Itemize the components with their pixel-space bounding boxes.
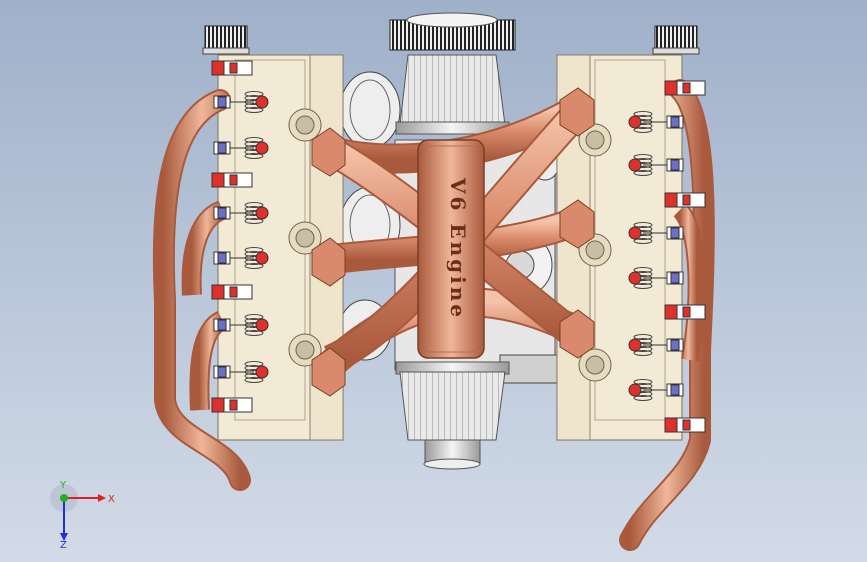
- spark-plug-boot: [664, 304, 706, 320]
- x-axis-arrow: [98, 494, 106, 502]
- valve-spring: [628, 267, 684, 289]
- valve-spring: [628, 222, 684, 244]
- spark-plug-boot: [211, 172, 253, 188]
- spark-plug-boot: [664, 80, 706, 96]
- y-axis-dot: [60, 494, 68, 502]
- x-axis-label: X: [108, 494, 115, 505]
- spark-plug-boot: [211, 60, 253, 76]
- valve-spring: [213, 202, 269, 224]
- valve-spring: [213, 314, 269, 336]
- timing-pulley-right: [652, 25, 700, 55]
- exhaust-pipe-right: [619, 79, 715, 551]
- spark-plugs-right: [628, 80, 706, 433]
- timing-pulley-left: [202, 25, 250, 55]
- coordinate-triad: X Y Z: [50, 480, 115, 548]
- z-axis-arrow: [60, 533, 68, 541]
- spark-plug-boot: [211, 284, 253, 300]
- flanges-left: [311, 127, 346, 397]
- valve-spring: [628, 111, 684, 133]
- intake-plenum: V6 Engine: [417, 139, 485, 359]
- valve-spring: [213, 137, 269, 159]
- spark-plugs-left: [211, 60, 269, 413]
- valve-spring: [213, 91, 269, 113]
- plenum-label: V6 Engine: [446, 177, 470, 320]
- air-filter-bottom: [395, 361, 510, 470]
- valve-spring: [628, 154, 684, 176]
- y-axis-label: Y: [59, 480, 67, 491]
- z-axis-label: Z: [60, 540, 67, 548]
- air-filter-top: [389, 12, 516, 135]
- valve-spring: [213, 247, 269, 269]
- flanges-right: [559, 87, 595, 359]
- valve-spring: [628, 334, 684, 356]
- valve-spring: [213, 361, 269, 383]
- valve-spring: [628, 379, 684, 401]
- spark-plug-boot: [664, 192, 706, 208]
- spark-plug-boot: [211, 397, 253, 413]
- spark-plug-boot: [664, 417, 706, 433]
